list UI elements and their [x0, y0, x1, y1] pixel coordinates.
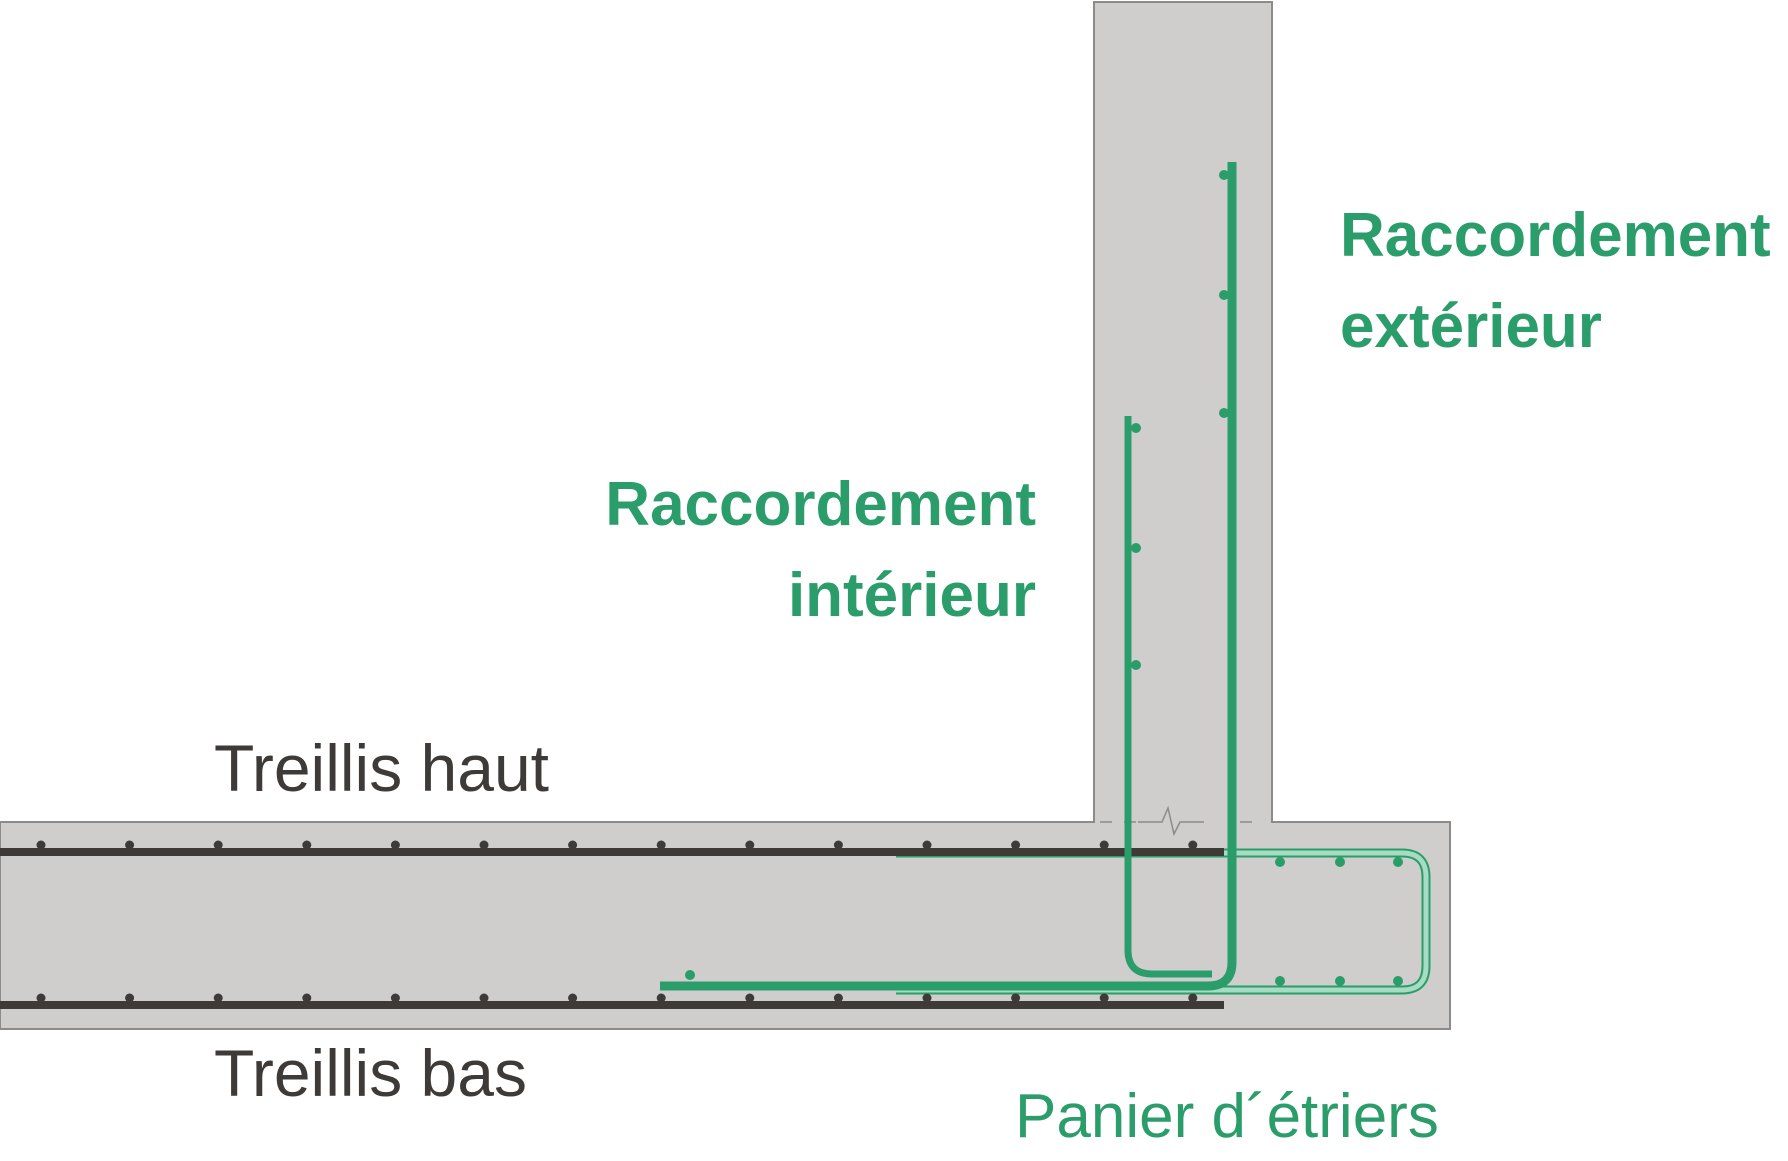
outer-connection-bar-dot — [685, 970, 695, 980]
stirrup-basket-bar-dot — [1275, 857, 1285, 867]
top-mesh-bar-dot — [833, 840, 843, 850]
inner-connection-bar-dot — [1131, 423, 1141, 433]
bottom-mesh-bar-dot — [833, 993, 843, 1003]
bottom-mesh-dots — [36, 993, 1198, 1003]
outer-connection-label-line2: extérieur — [1340, 292, 1602, 361]
inner-connection-label-line2: intérieur — [787, 561, 1036, 630]
inner-connection-bar-dot — [1131, 543, 1141, 553]
top-mesh-bar-dot — [656, 840, 666, 850]
stirrup-basket-bar-dot — [1393, 976, 1403, 986]
stirrup-basket-bar-dot — [1275, 976, 1285, 986]
stirrup-basket-label: Panier d´étriers — [1015, 1082, 1439, 1151]
concrete-section — [0, 1, 1451, 1030]
top-mesh-bar-dot — [390, 840, 400, 850]
outer-connection-bar-dot — [1219, 290, 1229, 300]
stirrup-basket-bar-dot — [1335, 976, 1345, 986]
top-mesh-bar-dot — [1188, 840, 1198, 850]
bottom-mesh-label: Treillis bas — [214, 1036, 527, 1110]
inner-connection-bar — [1124, 416, 1212, 978]
outer-connection-bar-dot — [1219, 408, 1229, 418]
stirrup-basket-bar-dot — [1335, 857, 1345, 867]
outer-connection-bar — [660, 162, 1237, 991]
bottom-mesh-bar-dot — [213, 993, 223, 1003]
bottom-mesh-bar-dot — [922, 993, 932, 1003]
bottom-mesh-bar-dot — [125, 993, 135, 1003]
outer-connection-label-line1: Raccordement — [1340, 201, 1771, 270]
bottom-mesh-bar-dot — [1188, 993, 1198, 1003]
outer-connection-bar-dot — [1219, 170, 1229, 180]
top-mesh-bar-dot — [745, 840, 755, 850]
top-mesh-bar-dot — [1011, 840, 1021, 850]
top-mesh-bar-dot — [479, 840, 489, 850]
top-mesh-dots — [36, 840, 1198, 850]
bottom-mesh-bar-dot — [1099, 993, 1109, 1003]
connection-bar-dots — [685, 170, 1403, 986]
bottom-mesh-bar-dot — [568, 993, 578, 1003]
top-mesh-bar-dot — [125, 840, 135, 850]
inner-connection-label-line1: Raccordement — [605, 470, 1036, 539]
inner-connection-bar-dot — [1131, 660, 1141, 670]
stirrup-basket — [896, 848, 1431, 995]
top-mesh-bar-dot — [36, 840, 46, 850]
bottom-mesh-bar-dot — [1011, 993, 1021, 1003]
top-mesh-bar-dot — [213, 840, 223, 850]
top-mesh-bar-dot — [1099, 840, 1109, 850]
top-mesh-label: Treillis haut — [214, 731, 549, 805]
bottom-mesh-bar-dot — [36, 993, 46, 1003]
top-mesh-bar-dot — [568, 840, 578, 850]
bottom-mesh-bar-dot — [656, 993, 666, 1003]
bottom-mesh-bar-dot — [302, 993, 312, 1003]
stirrup-basket-bar-dot — [1393, 857, 1403, 867]
bottom-mesh-bar-dot — [390, 993, 400, 1003]
top-mesh-bar-dot — [922, 840, 932, 850]
bottom-mesh-bar-dot — [745, 993, 755, 1003]
bottom-mesh-bar-dot — [479, 993, 489, 1003]
top-mesh-bar-dot — [302, 840, 312, 850]
